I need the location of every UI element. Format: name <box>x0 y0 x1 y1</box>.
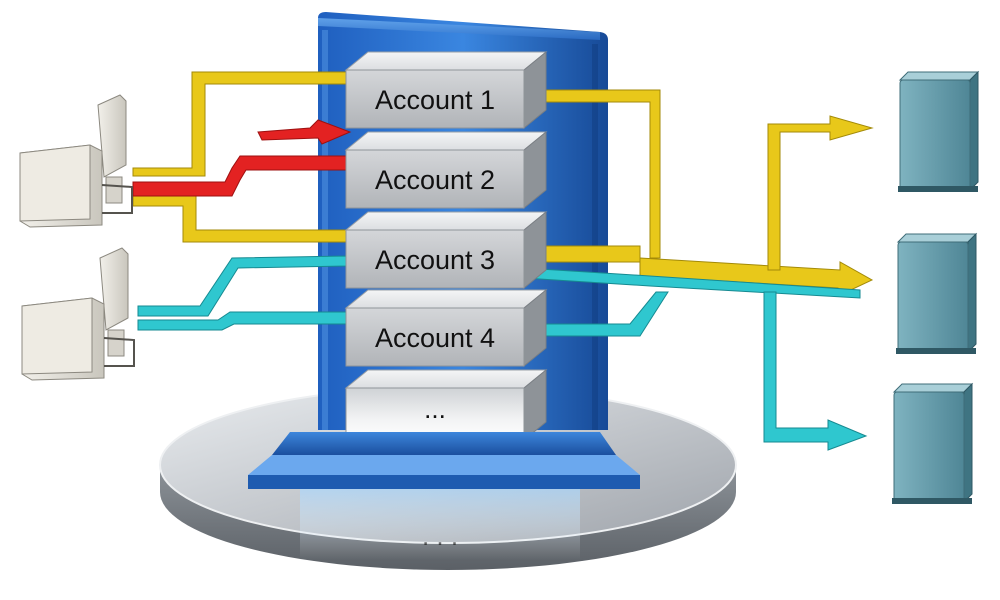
account-box-1: Account 1 <box>344 50 548 130</box>
server-tower-icon <box>898 70 980 192</box>
account-more-label: ... <box>424 394 446 424</box>
client-computer-icon <box>21 247 135 381</box>
server-tower-icon <box>892 382 974 504</box>
account-stack: Account 1 Account 2 Account 3 Account 4... <box>344 50 548 442</box>
client-computer-icon <box>19 94 133 228</box>
account-box-more: ... <box>344 368 548 442</box>
account-label: Account 2 <box>375 165 495 195</box>
cyan-flow <box>137 255 868 451</box>
account-box-4: Account 4 <box>344 288 548 368</box>
account-label: Account 1 <box>375 85 495 115</box>
red-flow <box>132 119 352 197</box>
account-label: Account 4 <box>375 323 495 353</box>
account-label: Account 3 <box>375 245 495 275</box>
svg-text:. . .: . . . <box>422 521 458 551</box>
tower-base <box>248 432 640 489</box>
account-box-3: Account 3 <box>344 210 548 290</box>
account-box-2: Account 2 <box>344 130 548 210</box>
server-tower-icon <box>896 232 978 354</box>
